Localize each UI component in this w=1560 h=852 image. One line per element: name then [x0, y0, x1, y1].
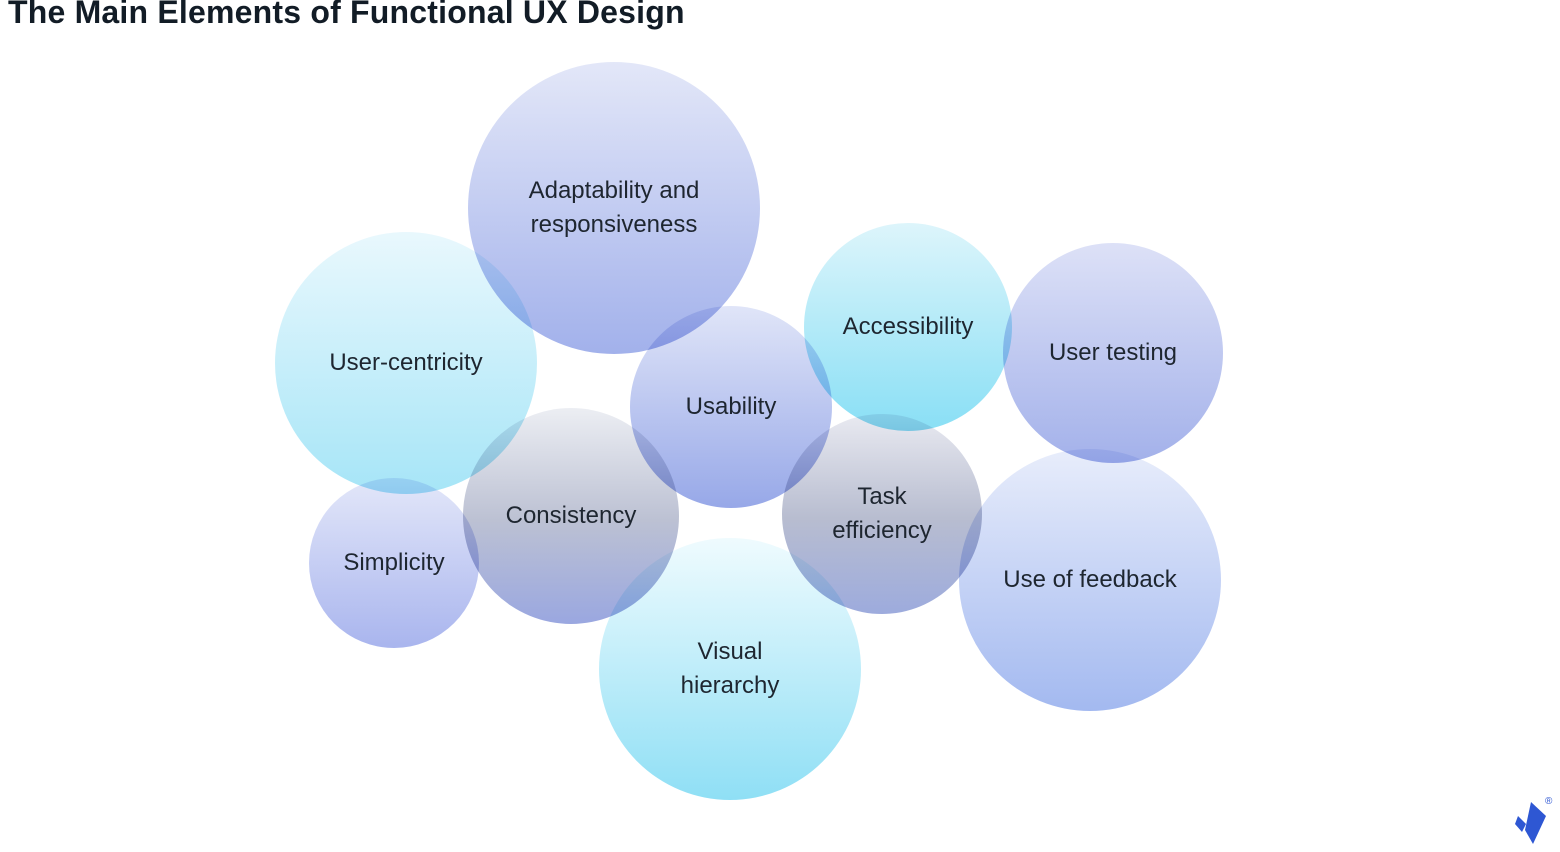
bubble-use-of-feedback: Use of feedback: [959, 449, 1221, 711]
bubble-accessibility: Accessibility: [804, 223, 1012, 431]
toptal-logo-icon: [1515, 802, 1546, 844]
bubble-label-user-centricity: User-centricity: [329, 348, 483, 376]
bubble-label-visual-hierarchy: Visual hierarchy: [680, 637, 780, 699]
bubble-task-efficiency: Task efficiency: [782, 414, 982, 614]
bubble-label-accessibility: Accessibility: [842, 312, 974, 340]
registered-trademark-symbol: ®: [1545, 796, 1553, 807]
bubble-simplicity: Simplicity: [309, 478, 479, 648]
bubble-label-consistency: Consistency: [505, 501, 637, 529]
bubble-label-adaptability: Adaptability and responsiveness: [528, 176, 700, 238]
page-title: The Main Elements of Functional UX Desig…: [8, 0, 685, 30]
bubble-label-user-testing: User testing: [1048, 338, 1178, 366]
bubble-label-usability: Usability: [685, 392, 777, 420]
bubble-label-task-efficiency: Task efficiency: [832, 482, 932, 544]
bubble-user-testing: User testing: [1003, 243, 1223, 463]
bubble-label-simplicity: Simplicity: [343, 548, 445, 576]
bubble-label-use-of-feedback: Use of feedback: [1003, 565, 1177, 593]
bubble-visual-hierarchy: Visual hierarchy: [599, 538, 861, 800]
